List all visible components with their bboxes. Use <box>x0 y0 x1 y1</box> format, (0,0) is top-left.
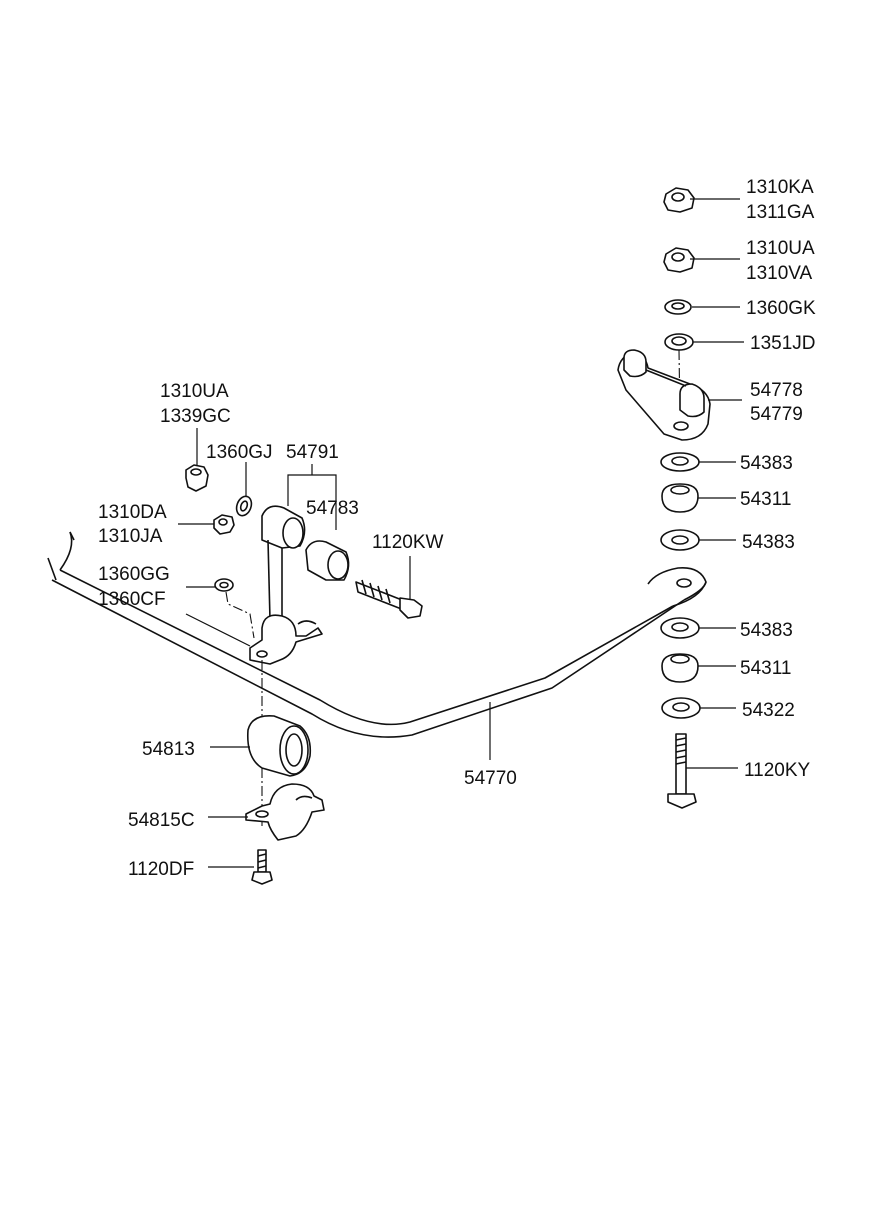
nut-1310ka-1311ga-part <box>663 187 695 213</box>
washer-1351jd-part <box>664 333 694 351</box>
label-54322: 54322 <box>742 700 795 721</box>
label-1339gc: 1339GC <box>160 406 231 427</box>
bracket-54778-54779-part <box>617 349 711 441</box>
label-54815c: 54815C <box>128 810 195 831</box>
label-1360cf: 1360CF <box>98 589 166 610</box>
label-1310da: 1310DA <box>98 502 167 523</box>
nut-1310ua-1310va-part <box>663 247 695 273</box>
washer-54383-b-part <box>660 529 700 551</box>
link-54791-part <box>249 505 323 665</box>
washer-54383-a-part <box>660 452 700 472</box>
label-1120kw: 1120KW <box>372 532 444 553</box>
bolt-1120kw-part <box>355 579 423 619</box>
label-1310ua-right: 1310UA <box>746 238 815 259</box>
label-54383-a: 54383 <box>740 453 793 474</box>
part-labels: 1310KA 1311GA 1310UA 1310VA 1360GK 1351J… <box>98 177 816 880</box>
label-54779: 54779 <box>750 404 803 425</box>
washer-1360gk-part <box>664 299 692 315</box>
label-54813: 54813 <box>142 739 195 760</box>
bolt-1120ky-part <box>667 733 697 809</box>
leader-lines <box>178 198 744 868</box>
washer-54383-c-part <box>660 617 700 639</box>
label-54791: 54791 <box>286 442 339 463</box>
label-54383-b: 54383 <box>742 532 795 553</box>
bushing-54783-part <box>305 540 350 581</box>
bushing-54311-a-part <box>661 483 699 513</box>
washer-1360gg-1360cf-part <box>214 578 234 592</box>
label-54783: 54783 <box>306 498 359 519</box>
label-1360gj: 1360GJ <box>206 442 273 463</box>
clamp-54815c-part <box>245 783 325 841</box>
label-1310ka: 1310KA <box>746 177 814 198</box>
label-1360gk: 1360GK <box>746 298 816 319</box>
centerline-left-upper <box>225 591 255 639</box>
label-1120ky: 1120KY <box>744 760 811 781</box>
bushing-54813-part <box>246 714 312 777</box>
label-1310va: 1310VA <box>746 263 813 284</box>
label-1311ga: 1311GA <box>746 202 815 223</box>
washer-54322-part <box>661 697 701 719</box>
nut-1310ua-1339gc-part <box>185 464 209 492</box>
label-54311-a: 54311 <box>740 489 791 510</box>
label-54311-b: 54311 <box>740 658 791 679</box>
label-1310ja: 1310JA <box>98 526 163 547</box>
label-1310ua-left: 1310UA <box>160 381 229 402</box>
bolt-1120df-part <box>251 849 273 885</box>
stabilizer-bar-54770-part <box>47 531 707 738</box>
label-54383-c: 54383 <box>740 620 793 641</box>
label-1360gg: 1360GG <box>98 564 170 585</box>
washer-1360gj-part <box>235 495 253 517</box>
label-54778: 54778 <box>750 380 803 401</box>
bushing-54311-b-part <box>661 653 699 683</box>
label-54770: 54770 <box>464 768 517 789</box>
label-1351jd: 1351JD <box>750 333 816 354</box>
label-1120df: 1120DF <box>128 859 194 880</box>
nut-1310da-1310ja-part <box>213 514 235 535</box>
